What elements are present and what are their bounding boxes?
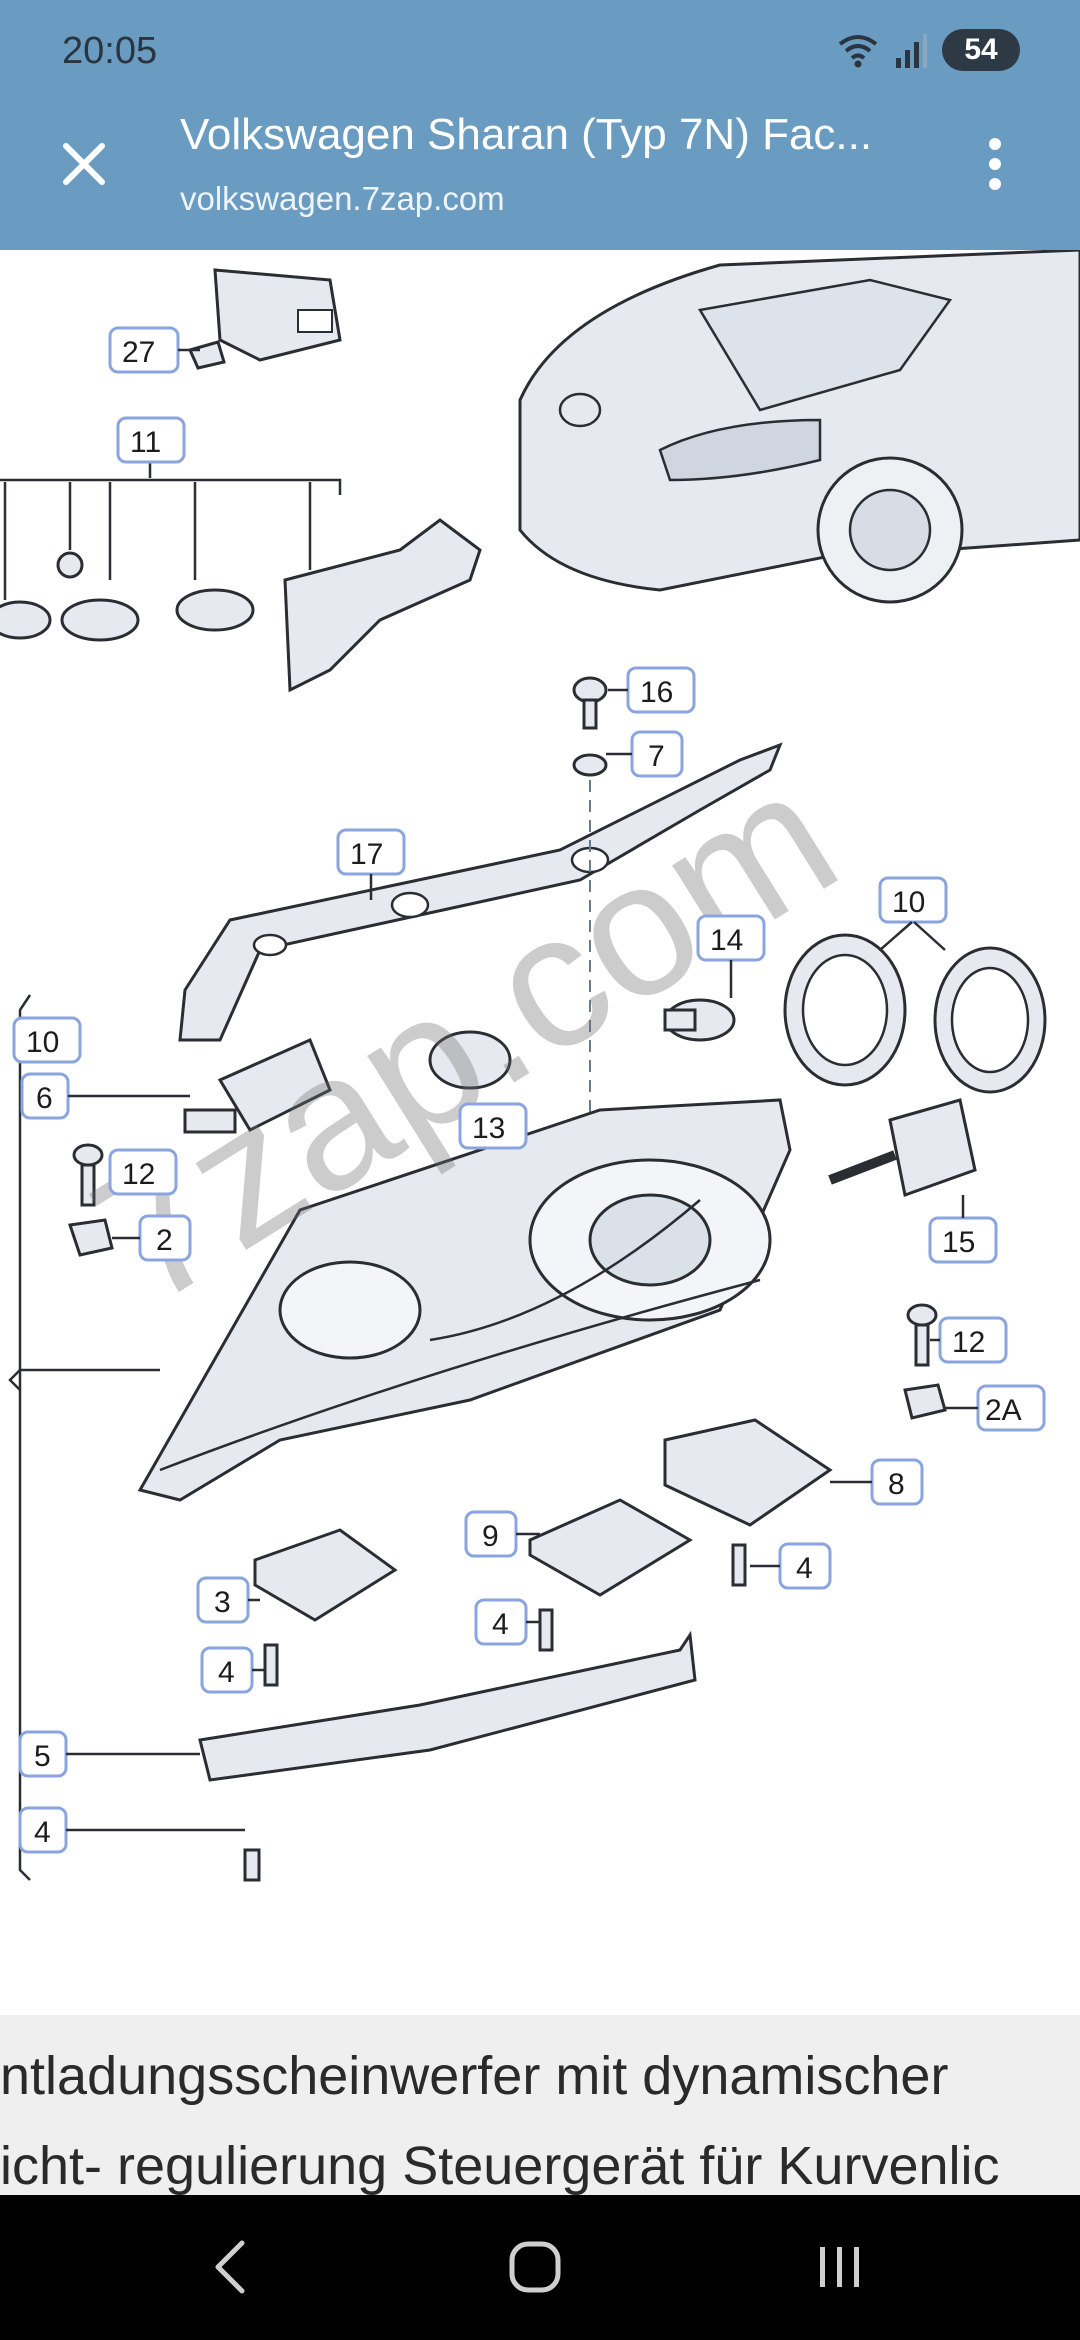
recents-icon [820,2247,859,2287]
part-4-screws [243,1543,747,1882]
close-button[interactable] [40,120,128,208]
label-3: 3 [214,1586,231,1619]
caption-area: ntladungsscheinwerfer mit dynamischer ic… [0,2015,1080,2195]
status-time: 20:05 [62,30,158,72]
left-bracket-line [18,994,32,1881]
label-16: 16 [640,676,673,709]
system-nav-bar [0,2195,1080,2340]
part-9-control-unit [528,1498,693,1597]
battery-indicator: 54 [942,29,1020,71]
home-icon [509,2241,561,2293]
label-9: 9 [482,1520,499,1553]
parts-diagram[interactable]: 7zap.com 27 11 16 7 17 10 10 14 [0,248,1080,2015]
label-12-right: 12 [952,1326,985,1359]
part-12-screw-right [906,1303,938,1367]
diagram-svg: 7zap.com 27 11 16 7 17 10 10 14 [0,248,1080,1882]
label-12-left: 12 [122,1158,155,1191]
car-illustration [518,248,1080,604]
label-10-left: 10 [26,1026,59,1059]
label-14: 14 [710,924,743,957]
part-17-mounting-bracket [178,742,783,1042]
label-13: 13 [472,1112,505,1145]
page-url: volkswagen.7zap.com [180,180,505,217]
nav-home-button[interactable] [475,2217,595,2317]
close-icon [63,143,105,185]
part-12-screw-left [72,1143,104,1207]
part-13-bulb [428,1030,512,1090]
label-5: 5 [34,1740,51,1773]
label-17: 17 [350,838,383,871]
label-15: 15 [942,1226,975,1259]
label-4-center: 4 [492,1608,509,1641]
more-vert-icon [989,138,1001,190]
label-27: 27 [122,336,155,369]
label-4-bottom: 4 [34,1816,51,1849]
label-2A: 2A [985,1394,1022,1427]
part-15-xenon-bulb [828,1098,977,1197]
part-14-bulb [663,998,736,1042]
headlight-assembly [137,1098,792,1502]
label-2: 2 [156,1224,173,1257]
custom-tab-toolbar: 20:05 54 Volkswagen Sharan (Typ 7N) Fac.… [0,0,1080,250]
part-2A-clip [903,1383,947,1420]
part-27-control-unit [187,268,342,370]
part-8-control-unit [663,1418,833,1527]
part-3-control-unit [253,1528,398,1622]
part-16-screw [572,676,608,777]
more-options-button[interactable] [960,120,1030,208]
label-4-left: 4 [218,1656,235,1689]
part-labels: 27 11 16 7 17 10 10 14 6 [12,326,1046,1854]
status-icons: 54 [836,28,1020,72]
label-10-right: 10 [892,886,925,919]
part-6-bulb [183,1037,332,1134]
label-6: 6 [36,1082,53,1115]
label-8: 8 [888,1468,905,1501]
label-7: 7 [648,740,665,773]
caption-line-1: ntladungsscheinwerfer mit dynamischer [0,2046,949,2106]
part-2-clip [68,1218,114,1257]
label-11: 11 [130,426,161,459]
signal-icon [896,34,927,68]
part-11-brackets [0,462,482,693]
nav-back-button[interactable] [170,2217,290,2317]
part-10-rings [783,933,1047,1094]
page-title: Volkswagen Sharan (Typ 7N) Fac... [180,110,873,159]
nav-recents-button[interactable] [780,2217,900,2317]
wifi-icon [838,35,878,68]
label-4-right: 4 [796,1552,813,1585]
back-icon [215,2240,245,2294]
part-5-trim [198,1630,697,1782]
caption-line-2: icht- regulierung Steuergerät für Kurven… [0,2136,1000,2195]
